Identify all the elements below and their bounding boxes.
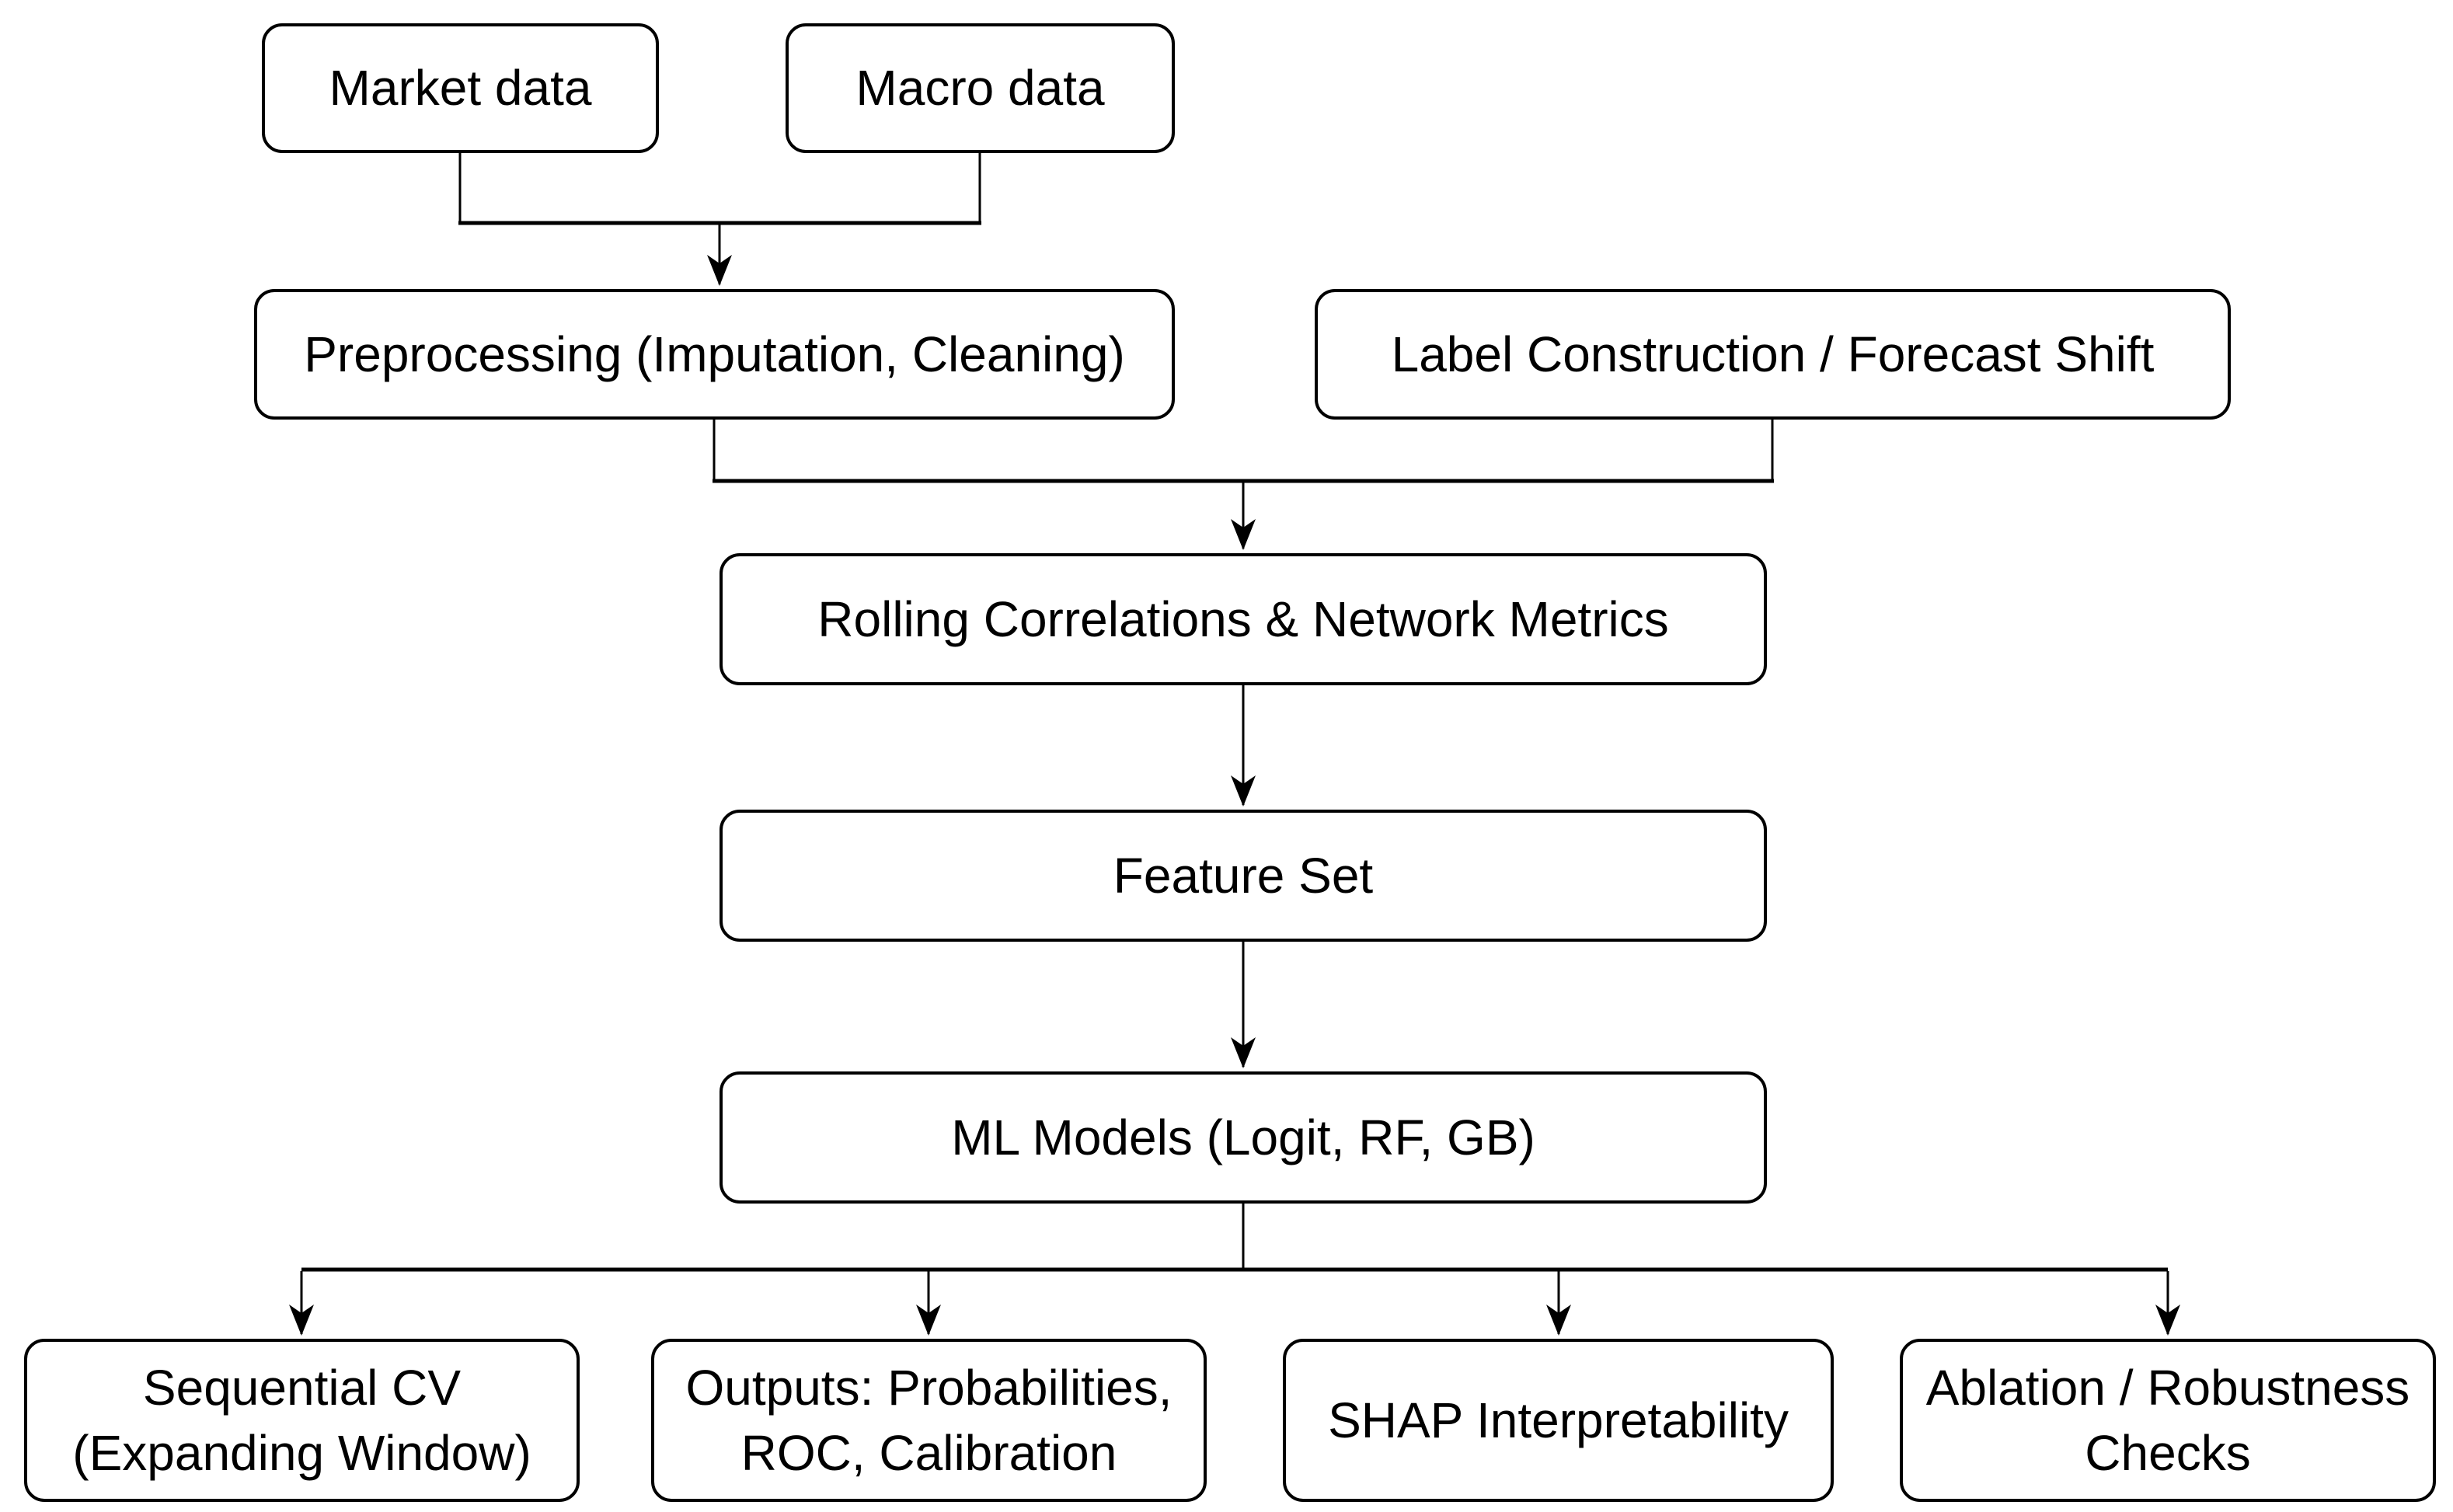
node-preprocessing-label: Preprocessing (Imputation, Cleaning) — [304, 326, 1125, 382]
node-sequential-cv-label: Sequential CV (Expanding Window) — [72, 1359, 531, 1481]
node-macro-data: Macro data — [786, 23, 1175, 153]
node-preprocessing: Preprocessing (Imputation, Cleaning) — [254, 289, 1175, 420]
node-ml-models-label: ML Models (Logit, RF, GB) — [951, 1109, 1535, 1165]
node-sequential-cv: Sequential CV (Expanding Window) — [24, 1339, 580, 1502]
node-rolling-correlations: Rolling Correlations & Network Metrics — [720, 553, 1767, 685]
node-market-data-label: Market data — [329, 60, 592, 117]
node-shap-interpretability-label: SHAP Interpretability — [1328, 1392, 1789, 1448]
node-rolling-correlations-label: Rolling Correlations & Network Metrics — [817, 591, 1669, 647]
node-shap-interpretability: SHAP Interpretability — [1283, 1339, 1834, 1502]
node-ablation-robustness-label: Ablation / Robustness Checks — [1925, 1359, 2410, 1481]
node-ablation-robustness: Ablation / Robustness Checks — [1900, 1339, 2436, 1502]
node-outputs: Outputs: Probabilities, ROC, Calibration — [651, 1339, 1207, 1502]
node-feature-set: Feature Set — [720, 810, 1767, 942]
node-feature-set-label: Feature Set — [1113, 847, 1374, 904]
node-label-construction: Label Construction / Forecast Shift — [1315, 289, 2231, 420]
node-label-construction-label: Label Construction / Forecast Shift — [1391, 326, 2155, 382]
node-outputs-label: Outputs: Probabilities, ROC, Calibration — [685, 1359, 1172, 1481]
node-market-data: Market data — [262, 23, 659, 153]
node-macro-data-label: Macro data — [855, 60, 1105, 117]
node-ml-models: ML Models (Logit, RF, GB) — [720, 1071, 1767, 1204]
